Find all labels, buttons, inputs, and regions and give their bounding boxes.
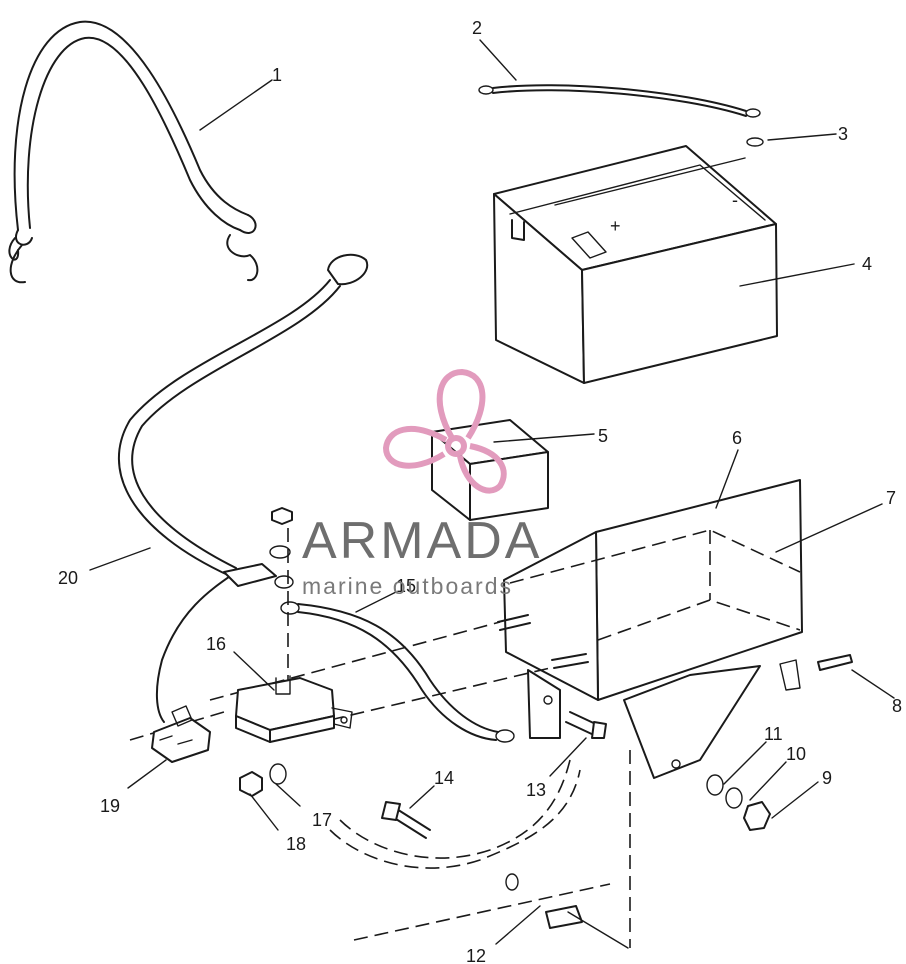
starter-solenoid <box>235 675 353 743</box>
terminal-block <box>151 705 211 763</box>
part-labels: 1 2 3 4 5 6 7 8 9 10 11 12 13 14 15 16 1… <box>58 18 902 964</box>
battery-box <box>503 479 803 779</box>
label-1: 1 <box>272 65 282 85</box>
solenoid-washer <box>269 763 287 785</box>
label-11: 11 <box>764 724 783 744</box>
washers-and-nut <box>706 774 771 831</box>
terminal-washer <box>746 137 764 147</box>
propeller-logo-icon <box>382 368 507 494</box>
battery-plus-sign: + <box>610 216 621 236</box>
small-battery-cable <box>478 84 761 118</box>
label-3: 3 <box>838 124 848 144</box>
label-18: 18 <box>286 834 306 854</box>
leader-lines <box>89 39 895 945</box>
label-12: 12 <box>466 946 486 964</box>
long-battery-cable <box>117 253 369 723</box>
clip-hole <box>505 873 519 891</box>
label-14: 14 <box>434 768 454 788</box>
label-16: 16 <box>206 634 226 654</box>
solenoid-nut <box>239 771 263 797</box>
label-13: 13 <box>526 780 546 800</box>
label-10: 10 <box>786 744 806 764</box>
watermark: ARMADA marine outboards <box>302 368 542 599</box>
terminal-nuts <box>269 507 294 589</box>
battery: + - <box>493 145 778 384</box>
watermark-brand: ARMADA <box>302 512 542 570</box>
label-20: 20 <box>58 568 78 588</box>
label-2: 2 <box>472 18 482 38</box>
battery-minus-sign: - <box>732 190 738 210</box>
short-battery-cable <box>280 601 515 743</box>
label-7: 7 <box>886 488 896 508</box>
retaining-clip <box>545 905 583 929</box>
battery-strap <box>8 20 259 284</box>
label-6: 6 <box>732 428 742 448</box>
label-9: 9 <box>822 768 832 788</box>
label-19: 19 <box>100 796 120 816</box>
bolts <box>381 614 853 839</box>
label-17: 17 <box>312 810 332 830</box>
label-8: 8 <box>892 696 902 716</box>
label-15: 15 <box>396 576 416 596</box>
watermark-tagline: marine outboards <box>302 573 513 599</box>
label-5: 5 <box>598 426 608 446</box>
label-4: 4 <box>862 254 872 274</box>
